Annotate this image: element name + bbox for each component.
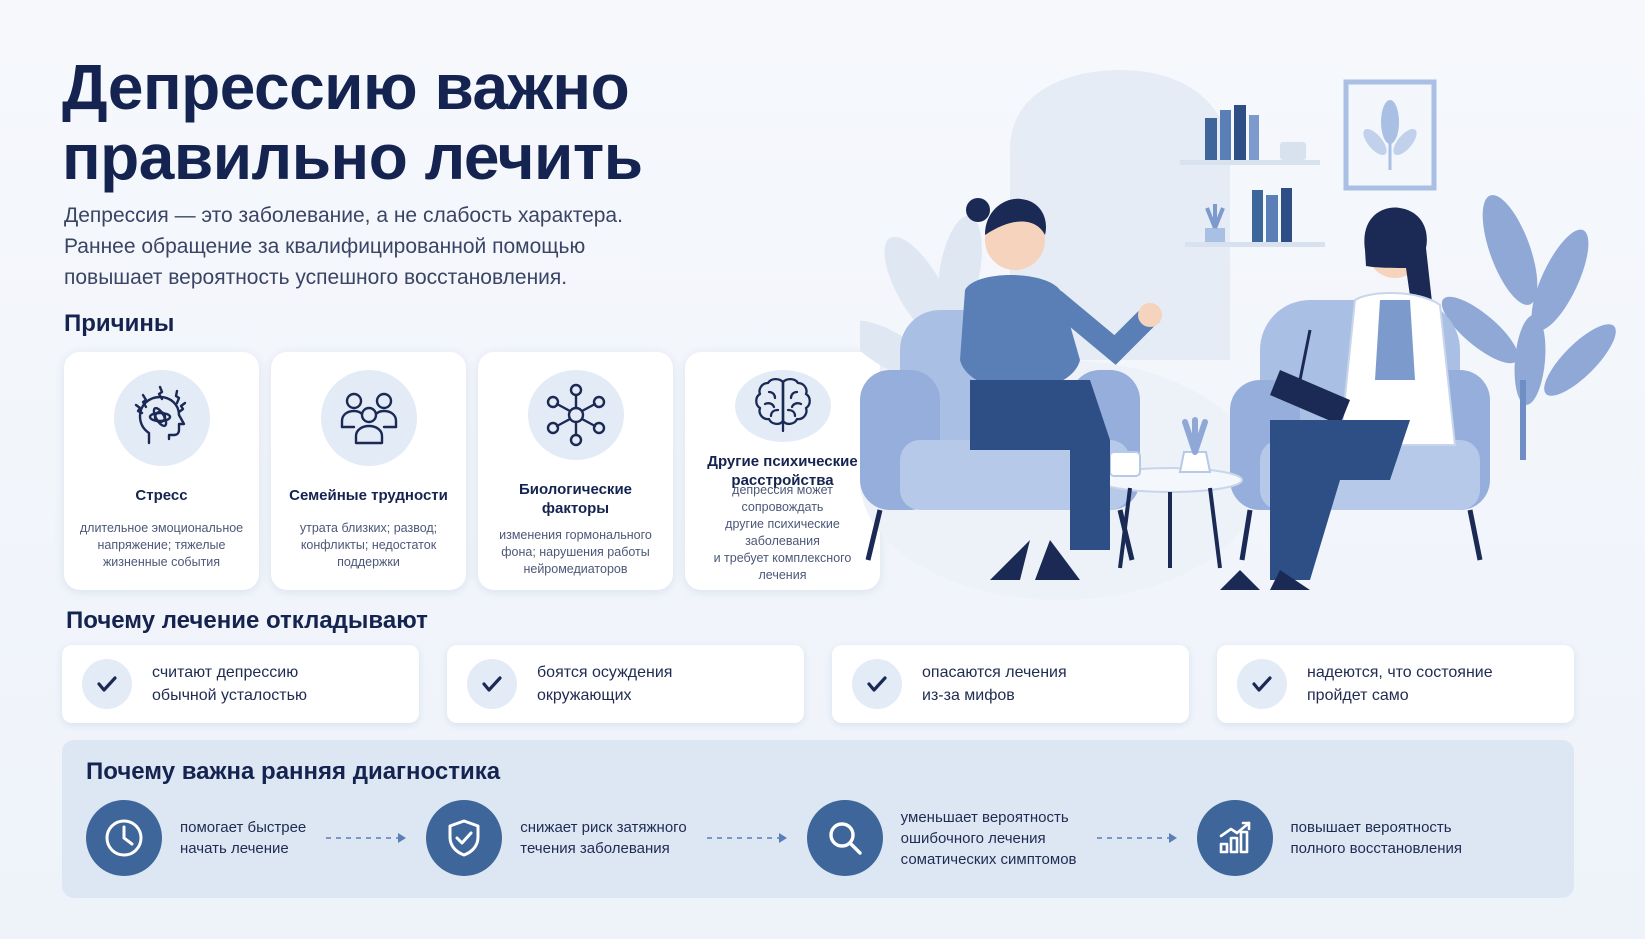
- step-text-line: начать лечение: [180, 840, 289, 857]
- step-text-line: снижает риск затяжного: [520, 819, 687, 836]
- cause-card-other-disorders: Другие психические расстройства депресси…: [685, 352, 880, 590]
- delay-reason-card: опасаются лечения из-за мифов: [832, 645, 1189, 723]
- delay-text-line: обычной усталостью: [152, 687, 307, 704]
- intro-line-2: Раннее обращение за квалифицированной по…: [64, 235, 586, 258]
- delay-text-line: пройдет само: [1307, 687, 1409, 704]
- cause-card-family: Семейные трудности утрата близких; разво…: [271, 352, 466, 590]
- delay-text-line: боятся осуждения: [537, 664, 673, 681]
- delay-reason-text: считают депрессию обычной усталостью: [152, 661, 307, 707]
- clipboard-icon: [1270, 370, 1350, 425]
- early-diagnosis-heading: Почему важна ранняя диагностика: [86, 758, 501, 785]
- intro-text: Депрессия — это заболевание, а не слабос…: [64, 200, 704, 293]
- step-text-line: соматических симптомов: [900, 850, 1077, 868]
- delay-text-line: считают депрессию: [152, 664, 299, 681]
- shield-check-icon: [426, 800, 503, 876]
- early-step: повышает вероятность полного восстановле…: [1196, 800, 1462, 876]
- step-text-line: помогает быстрее: [180, 819, 307, 836]
- delay-reason-text: надеются, что состояние пройдет само: [1307, 661, 1493, 707]
- cause-description: депрессия может сопровождать другие псих…: [695, 482, 870, 584]
- cause-title: Другие психические расстройства: [707, 452, 858, 489]
- early-step: помогает быстрее начать лечение: [86, 800, 306, 876]
- dashed-arrow-icon: [326, 833, 407, 843]
- delay-text-line: окружающих: [537, 687, 632, 704]
- cause-title: Семейные трудности: [289, 487, 448, 504]
- delay-heading: Почему лечение откладывают: [66, 607, 428, 634]
- cause-title-line: расстройства: [731, 472, 834, 489]
- stressed-head-icon: [113, 370, 210, 466]
- cause-description: утрата близких; развод; конфликты; недос…: [300, 520, 437, 571]
- growth-chart-icon: [1196, 800, 1273, 876]
- delay-reasons-list: считают депрессию обычной усталостью боя…: [62, 645, 1574, 723]
- intro-line-1: Депрессия — это заболевание, а не слабос…: [64, 204, 623, 227]
- family-icon: [320, 370, 417, 466]
- delay-reason-text: боятся осуждения окружающих: [537, 661, 672, 707]
- cause-desc-line: и требует комплексного лечения: [713, 551, 852, 582]
- page-title: Депрессию важно правильно лечить: [62, 52, 782, 192]
- delay-reason-card: считают депрессию обычной усталостью: [62, 645, 419, 723]
- step-text-line: уменьшает вероятность: [900, 808, 1069, 826]
- title-line-1: Депрессию важно: [62, 51, 630, 123]
- early-step-text: повышает вероятность полного восстановле…: [1291, 817, 1462, 859]
- checkmark-icon: [1237, 659, 1287, 709]
- title-line-2: правильно лечить: [62, 121, 643, 193]
- intro-line-3: повышает вероятность успешного восстанов…: [64, 266, 568, 289]
- early-diagnosis-panel: Почему важна ранняя диагностика помогает…: [62, 740, 1574, 898]
- patient-figure: [960, 198, 1162, 580]
- potted-plant-icon: [1441, 195, 1616, 460]
- checkmark-icon: [467, 659, 517, 709]
- brain-icon: [734, 370, 831, 442]
- cause-desc-line: длительное эмоциональное: [79, 521, 244, 535]
- cause-desc-line: поддержки: [337, 555, 400, 569]
- checkmark-icon: [852, 659, 902, 709]
- bookshelf-icon: [1180, 105, 1325, 247]
- therapy-session-illustration: [860, 70, 1616, 600]
- cause-desc-line: депрессия может сопровождать: [732, 483, 833, 514]
- early-step: уменьшает вероятность ошибочного лечения…: [806, 800, 1077, 876]
- early-step: снижает риск затяжного течения заболеван…: [426, 800, 687, 876]
- cause-desc-line: другие психические заболевания: [725, 517, 840, 548]
- step-text-line: полного восстановления: [1290, 840, 1462, 857]
- step-text-line: течения заболевания: [520, 840, 670, 857]
- step-text-line: повышает вероятность: [1290, 819, 1452, 836]
- cup-icon: [1109, 451, 1141, 477]
- magnifier-icon: [806, 800, 883, 876]
- delay-text-line: надеются, что состояние: [1307, 664, 1493, 681]
- cause-title: Стресс: [135, 487, 188, 504]
- cause-desc-line: жизненные события: [102, 555, 221, 569]
- causes-list: Стресс длительное эмоциональное напряжен…: [64, 352, 880, 590]
- causes-heading: Причины: [64, 310, 175, 337]
- cause-card-stress: Стресс длительное эмоциональное напряжен…: [64, 352, 259, 590]
- cause-title-line: Другие психические: [707, 453, 858, 470]
- delay-text-line: опасаются лечения: [922, 664, 1067, 681]
- early-step-text: снижает риск затяжного течения заболеван…: [520, 817, 686, 859]
- therapist-figure: [1220, 207, 1457, 590]
- cause-card-biological: Биологические факторы изменения гормонал…: [478, 352, 673, 590]
- step-text-line: ошибочного лечения: [900, 829, 1046, 847]
- early-step-text: уменьшает вероятность ошибочного лечения…: [901, 807, 1077, 870]
- cause-description: длительное эмоциональное напряжение; тяж…: [80, 520, 243, 571]
- clock-icon: [86, 800, 162, 876]
- cause-title: Биологические факторы: [518, 480, 633, 517]
- delay-reason-card: надеются, что состояние пройдет само: [1217, 645, 1574, 723]
- dashed-arrow-icon: [1096, 833, 1177, 843]
- molecule-icon: [527, 370, 624, 460]
- checkmark-icon: [82, 659, 132, 709]
- cause-desc-line: утрата близких; развод;: [299, 521, 438, 535]
- cause-desc-line: фона; нарушения работы: [501, 545, 650, 559]
- delay-text-line: из-за мифов: [922, 687, 1015, 704]
- cause-desc-line: изменения гормонального: [499, 528, 652, 542]
- cause-description: изменения гормонального фона; нарушения …: [499, 527, 652, 578]
- delay-reason-text: опасаются лечения из-за мифов: [922, 661, 1067, 707]
- picture-frame-icon: [1343, 79, 1437, 191]
- early-step-text: помогает быстрее начать лечение: [180, 817, 306, 859]
- cause-desc-line: нейромедиаторов: [523, 562, 628, 576]
- early-diagnosis-steps: помогает быстрее начать лечение снижает …: [86, 796, 1550, 880]
- background-arch: [1010, 70, 1230, 360]
- delay-reason-card: боятся осуждения окружающих: [447, 645, 804, 723]
- dashed-arrow-icon: [706, 833, 787, 843]
- cause-desc-line: конфликты; недостаток: [300, 538, 437, 552]
- cause-desc-line: напряжение; тяжелые: [97, 538, 226, 552]
